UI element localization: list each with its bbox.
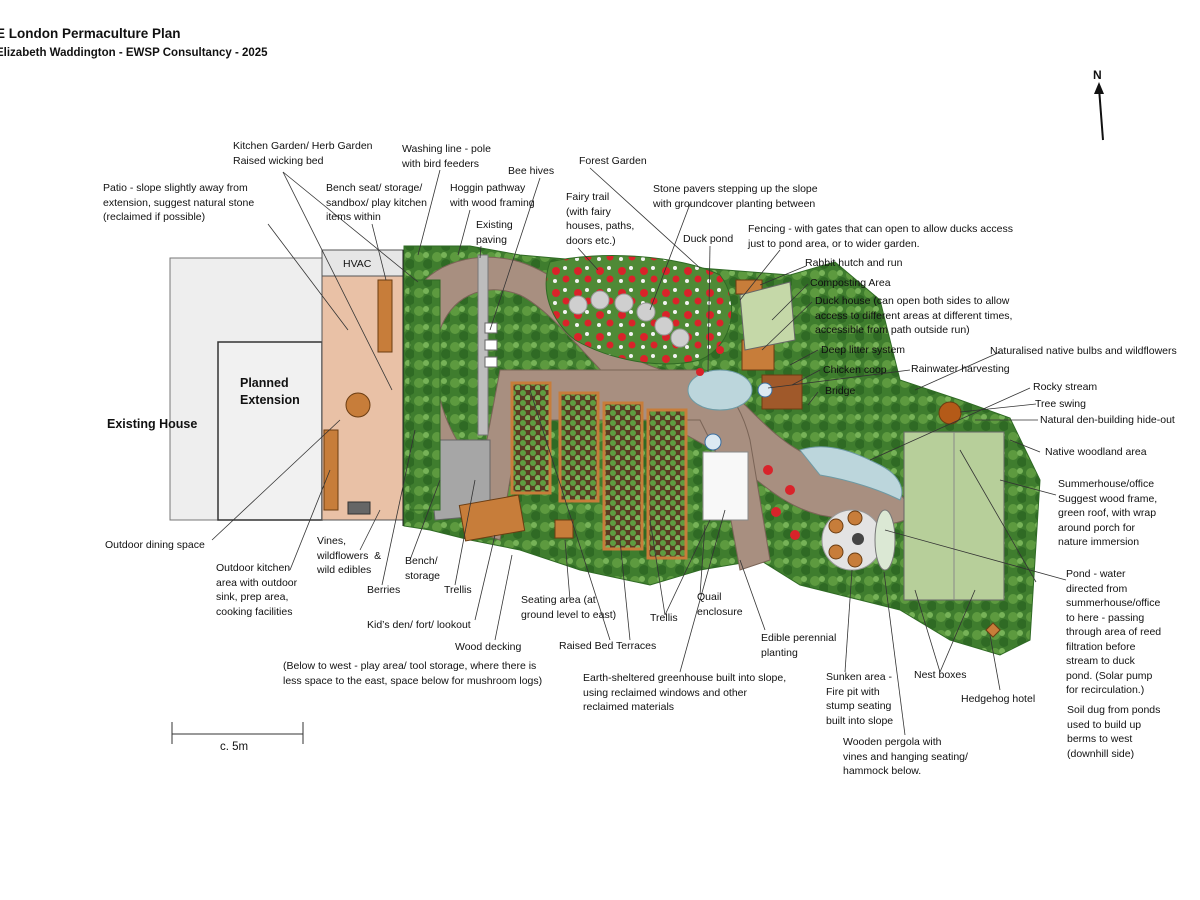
chicken-coop-label: Chicken coop	[823, 364, 887, 376]
hvac-label: HVAC	[343, 258, 372, 270]
deep-litter-label: Deep litter system	[821, 344, 906, 356]
stone-pavers	[568, 290, 690, 348]
native-woodland-label: Native woodland area	[1045, 446, 1147, 458]
composting-label: Composting Area	[810, 277, 891, 289]
quail-label: Quail enclosure	[697, 591, 743, 618]
soil-dug-label: Soil dug from ponds used to build up ber…	[1067, 704, 1161, 760]
berries-label: Berries	[367, 584, 401, 596]
outdoor-kitchen-label: Outdoor kitchen area with outdoor sink, …	[216, 562, 298, 618]
trellis-label-1: Trellis	[444, 584, 472, 596]
fencing-label: Fencing - with gates that can open to al…	[748, 223, 1013, 250]
seating-area-label: Seating area (at ground level to east)	[521, 594, 617, 621]
plan-subtitle: Elizabeth Waddington - EWSP Consultancy …	[0, 47, 268, 59]
duck-house-label: Duck house (can open both sides to allow…	[815, 295, 1013, 336]
outdoor-dining-label: Outdoor dining space	[105, 539, 205, 551]
kitchen-garden-label: Kitchen Garden/ Herb Garden Raised wicki…	[233, 140, 373, 167]
naturalised-bulbs-label: Naturalised native bulbs and wildflowers	[990, 345, 1177, 357]
scale-label: c. 5m	[220, 741, 249, 753]
rainwater-butt-1	[757, 382, 773, 398]
kitchen-garden-bed	[409, 279, 441, 511]
scale-bar	[171, 722, 304, 744]
pond-label: Pond - water directed from summerhouse/o…	[1066, 568, 1162, 696]
leader-lines	[211, 167, 1067, 736]
fairy-trail-label: Fairy trail (with fairy houses, paths, d…	[566, 191, 635, 247]
den-hideout-label: Natural den-building hide-out	[1040, 414, 1175, 426]
raised-beds-label: Raised Bed Terraces	[559, 640, 657, 652]
tree-swing-label: Tree swing	[1035, 398, 1086, 410]
duck-pond	[687, 369, 753, 411]
fire-pit	[852, 533, 864, 545]
north-arrow	[1094, 82, 1104, 141]
compost-area	[739, 281, 796, 351]
sunken-area-label: Sunken area - Fire pit with stump seatin…	[826, 671, 894, 727]
stone-pavers-label: Stone pavers stepping up the slope with …	[653, 183, 818, 210]
rabbit-hutch-label: Rabbit hutch and run	[805, 257, 903, 269]
rainwater-label: Rainwater harvesting	[911, 363, 1010, 375]
bee-hive-marks	[484, 322, 498, 368]
pergola-label: Wooden pergola with vines and hanging se…	[843, 736, 968, 777]
wood-decking-label: Wood decking	[455, 641, 522, 653]
greenhouse	[702, 451, 749, 521]
hoggin-label: Hoggin pathway with wood framing	[450, 182, 535, 209]
below-west-label: (Below to west - play area/ tool storage…	[283, 660, 543, 687]
bench-storage-label: Bench/ storage	[405, 555, 441, 582]
planned-extension	[217, 341, 323, 521]
greenhouse-label: Earth-sheltered greenhouse built into sl…	[583, 672, 787, 713]
edible-perennial-label: Edible perennial planting	[761, 632, 837, 659]
raised-bed-terraces	[510, 381, 688, 560]
north-label: N	[1093, 68, 1102, 82]
existing-paving-label: Existing paving	[476, 219, 513, 246]
sink	[347, 501, 371, 515]
bench-seat-label: Bench seat/ storage/ sandbox/ play kitch…	[326, 182, 427, 223]
bee-hives-label: Bee hives	[508, 165, 555, 177]
rocky-stream	[799, 446, 903, 501]
patio-label: Patio - slope slightly away from extensi…	[103, 182, 255, 223]
summerhouse-label: Summerhouse/office Suggest wood frame, g…	[1058, 478, 1158, 548]
duck-pond-label: Duck pond	[683, 233, 734, 245]
hvac-unit	[321, 249, 405, 277]
forest-garden-label: Forest Garden	[579, 155, 647, 167]
outdoor-kitchen-unit	[323, 429, 339, 511]
planned-extension-label: Planned Extension	[240, 376, 300, 407]
existing-house-label: Existing House	[107, 417, 198, 431]
bridge-label: Bridge	[825, 385, 856, 397]
patio-bench	[377, 279, 393, 353]
washing-line-label: Washing line - pole with bird feeders	[402, 143, 491, 170]
kids-den-label: Kid’s den/ fort/ lookout	[367, 619, 471, 631]
rainwater-butt-2	[704, 433, 722, 451]
stump-seats	[828, 510, 863, 568]
trellis-label-2: Trellis	[650, 612, 678, 624]
reed-pond	[874, 509, 896, 571]
hedgehog-label: Hedgehog hotel	[961, 693, 1036, 705]
rocky-stream-label: Rocky stream	[1033, 381, 1098, 393]
seating-block	[554, 519, 574, 539]
nest-boxes-label: Nest boxes	[914, 669, 967, 681]
hedgehog-hotel	[985, 622, 1001, 638]
vines-label: Vines, wildflowers & wild edibles	[317, 535, 382, 576]
flower-accents	[696, 346, 800, 540]
plan-title: E London Permaculture Plan	[0, 26, 181, 41]
dining-table	[345, 392, 371, 418]
